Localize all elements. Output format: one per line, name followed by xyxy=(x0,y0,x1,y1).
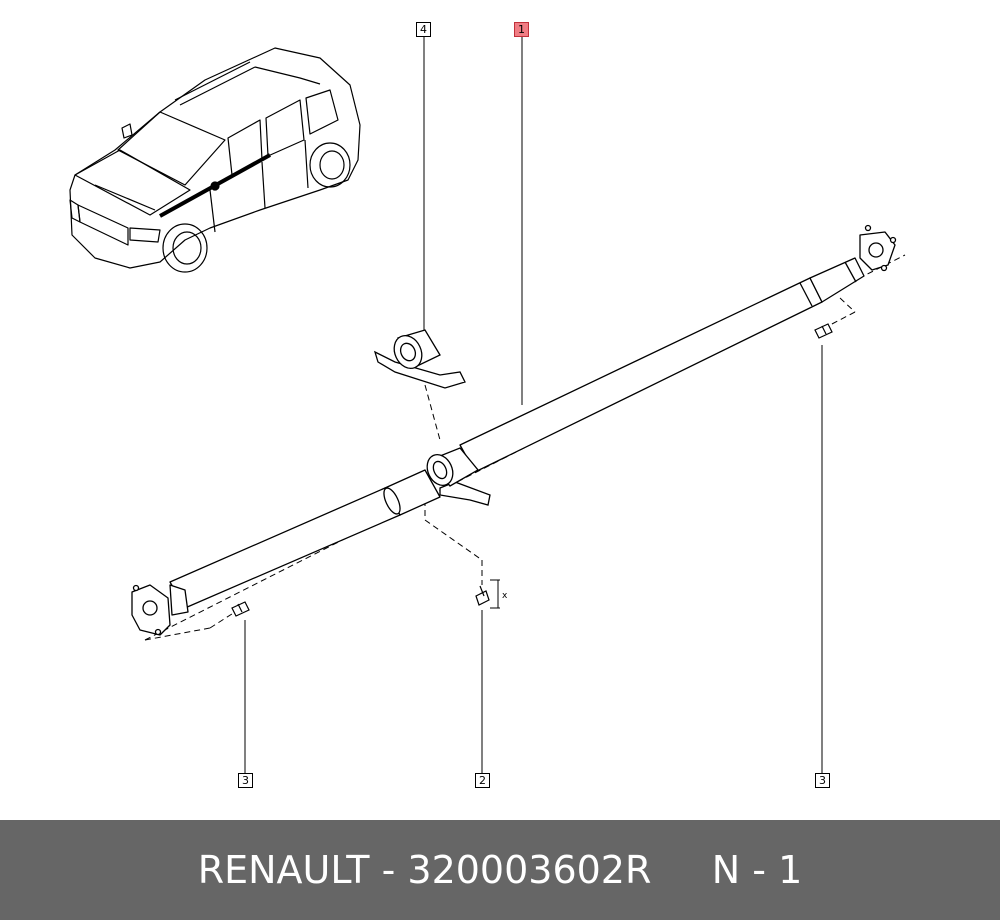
separator: - xyxy=(369,848,408,892)
brand-name: RENAULT xyxy=(197,848,370,892)
callout-1-highlighted[interactable]: 1 xyxy=(514,22,529,37)
center-bearing-icon xyxy=(373,329,466,389)
callout-4[interactable]: 4 xyxy=(416,22,431,37)
leader-lines xyxy=(244,37,823,773)
part-info-footer: RENAULT - 320003602R N - 1 xyxy=(0,820,1000,920)
center-bearing-installed xyxy=(426,447,491,506)
callout-3-left[interactable]: 3 xyxy=(238,773,253,788)
torque-mark xyxy=(490,579,500,609)
torque-mark-label: x xyxy=(502,591,508,601)
exploded-diagram: x xyxy=(69,37,906,773)
callout-3-right[interactable]: 3 xyxy=(815,773,830,788)
part-number: 320003602R xyxy=(407,848,652,892)
bolt-icon xyxy=(231,323,833,617)
callout-2[interactable]: 2 xyxy=(475,773,490,788)
driveshaft-icon xyxy=(131,224,897,636)
quantity-note: N - 1 xyxy=(711,848,803,892)
spacer xyxy=(651,848,711,892)
car-location-icon xyxy=(69,47,361,273)
